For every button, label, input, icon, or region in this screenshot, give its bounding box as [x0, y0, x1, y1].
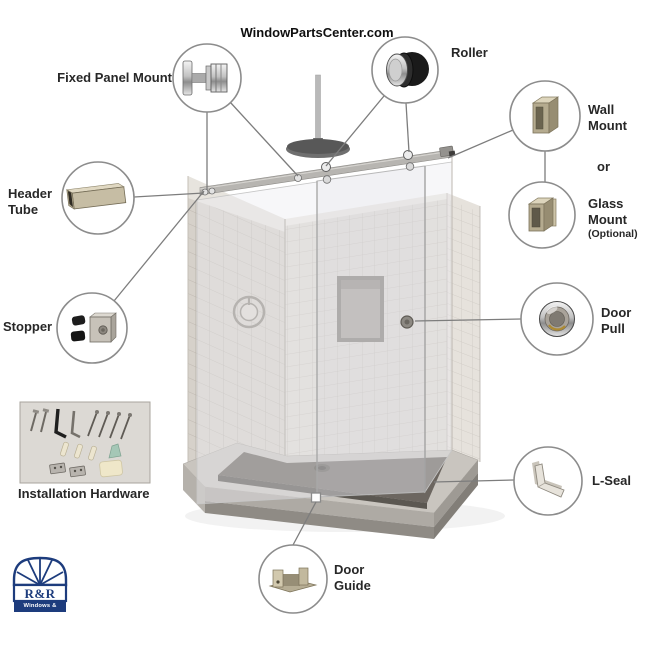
door-pull-label-line1: Door — [601, 305, 632, 320]
door-pull-callout — [520, 282, 594, 356]
site-title: WindowPartsCenter.com — [240, 25, 394, 40]
glass-mount-label-line2: Mount — [588, 211, 627, 227]
door-pull-label-line2: Pull — [601, 320, 625, 336]
roller-leader-a — [325, 95, 385, 167]
door-guide-leader — [292, 501, 317, 546]
glass-mount-label: Glass Mount (Optional) — [588, 196, 638, 243]
logo-tagline: Windows & Doors — [23, 603, 57, 620]
header-tube-label-line2: Tube — [8, 201, 39, 217]
header-tube-label: Header Tube — [8, 186, 52, 217]
glass-mount-label-line1: Glass — [588, 196, 624, 211]
roller-hanger — [405, 162, 415, 171]
wall-mount-label-line2: Mount — [588, 117, 627, 133]
shower-enclosure-illustration — [182, 74, 505, 539]
glass-mount-callout — [508, 181, 576, 249]
door-pull-leader — [414, 318, 522, 322]
header-tube-callout — [61, 161, 135, 235]
wall-mount-leader — [447, 129, 514, 159]
or-label: or — [597, 159, 610, 174]
l-seal-leader — [433, 479, 515, 483]
roller-label: Roller — [451, 45, 488, 60]
stopper-icon — [70, 312, 117, 343]
wall-mount-icon — [531, 96, 560, 134]
fixed-glass-panel — [196, 181, 318, 505]
door-guide-on-door — [310, 492, 322, 503]
panel-fastener — [294, 174, 302, 182]
wall-mount-callout — [509, 80, 581, 152]
glass-mount-optional-note: (Optional) — [588, 228, 638, 240]
return-wall — [446, 193, 481, 462]
roller-wheel — [403, 150, 413, 160]
l-seal-icon — [532, 461, 565, 498]
allen-key-icon — [54, 408, 67, 439]
glass-panels — [196, 157, 453, 505]
stopper-callout — [56, 292, 128, 364]
roller-leader-b — [405, 102, 410, 153]
stopper-leader — [113, 190, 205, 302]
door-guide-icon — [268, 567, 318, 593]
left-wall — [187, 176, 285, 490]
leader-lines — [113, 95, 546, 546]
fixed-panel-mount-icon — [182, 60, 228, 96]
logo-company-name: R&R — [24, 586, 56, 601]
door-guide-label-line1: Door — [334, 562, 365, 577]
roller-callout — [371, 36, 439, 104]
roller-wheel — [321, 162, 331, 172]
fixed-panel-mount-label: Fixed Panel Mount — [57, 70, 172, 85]
door-pull-on-door — [400, 315, 414, 329]
rr-logo-graphic — [12, 556, 68, 612]
door-pull-label: Door Pull — [601, 305, 631, 336]
header-tube-label-line1: Header — [8, 186, 53, 201]
callout-circles — [56, 36, 594, 614]
door-guide-label-line2: Guide — [334, 577, 371, 593]
shower-head — [286, 74, 350, 158]
stopper-label: Stopper — [3, 319, 53, 334]
fixed-panel-mount-callout — [172, 43, 242, 113]
l-seal-callout — [513, 446, 583, 516]
header-bar — [199, 145, 456, 196]
installation-hardware-label: Installation Hardware — [18, 486, 150, 501]
door-guide-callout — [258, 544, 328, 614]
wall-mount-label: Wall Mount — [588, 102, 627, 133]
header-tube-icon — [65, 183, 127, 210]
installation-hardware-photo — [19, 401, 151, 484]
right-glass-panel — [424, 161, 453, 494]
shower-valve — [232, 295, 266, 329]
sliding-glass-door — [316, 165, 426, 498]
door-guide-label: Door Guide — [334, 562, 371, 593]
header-tube-leader — [133, 192, 205, 198]
panel-fastener — [208, 187, 216, 195]
door-pull-icon — [539, 301, 575, 337]
roller-icon — [386, 52, 429, 88]
fixed-panel-mount-leader-b — [229, 101, 299, 177]
l-seal-label: L-Seal — [592, 473, 632, 488]
glass-mount-icon — [527, 197, 557, 232]
wall-mount-label-line1: Wall — [588, 102, 615, 117]
roller-hanger — [322, 175, 332, 184]
